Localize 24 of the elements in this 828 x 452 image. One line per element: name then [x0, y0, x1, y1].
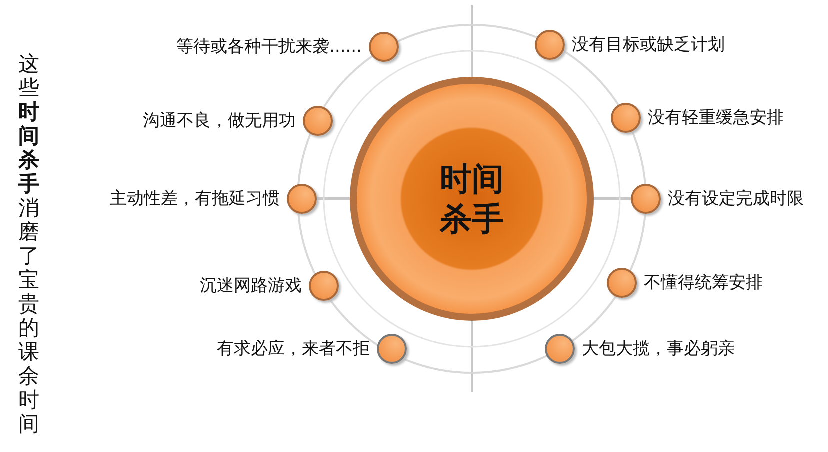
center-circle: 时间杀手	[350, 77, 594, 321]
bullet-circle	[303, 106, 333, 136]
item-label: 没有轻重缓急安排	[648, 108, 784, 128]
bullet-circle	[631, 184, 661, 214]
bullet-circle	[369, 32, 399, 62]
item-label: 等待或各种干扰来袭......	[176, 37, 362, 57]
item-label: 不懂得统筹安排	[644, 273, 763, 293]
item-label: 主动性差，有拖延习惯	[110, 189, 280, 209]
bullet-circle	[611, 103, 641, 133]
item-label: 没有设定完成时限	[668, 189, 804, 209]
item-label: 沟通不良，做无用功	[143, 111, 296, 131]
bullet-circle	[309, 271, 339, 301]
bullet-circle	[377, 334, 407, 364]
bullet-circle	[535, 30, 565, 60]
title: 这些时间杀手消磨了宝贵的课余时间	[18, 52, 40, 436]
bullet-circle	[287, 184, 317, 214]
item-label: 有求必应，来者不拒	[217, 339, 370, 359]
connector-line	[594, 198, 631, 200]
bullet-circle	[607, 268, 637, 298]
item-label: 没有目标或缺乏计划	[572, 35, 725, 55]
bullet-circle	[545, 334, 575, 364]
item-label: 沉迷网路游戏	[200, 276, 302, 296]
item-label: 大包大揽，事必躬亲	[582, 339, 735, 359]
connector-line	[317, 198, 350, 200]
